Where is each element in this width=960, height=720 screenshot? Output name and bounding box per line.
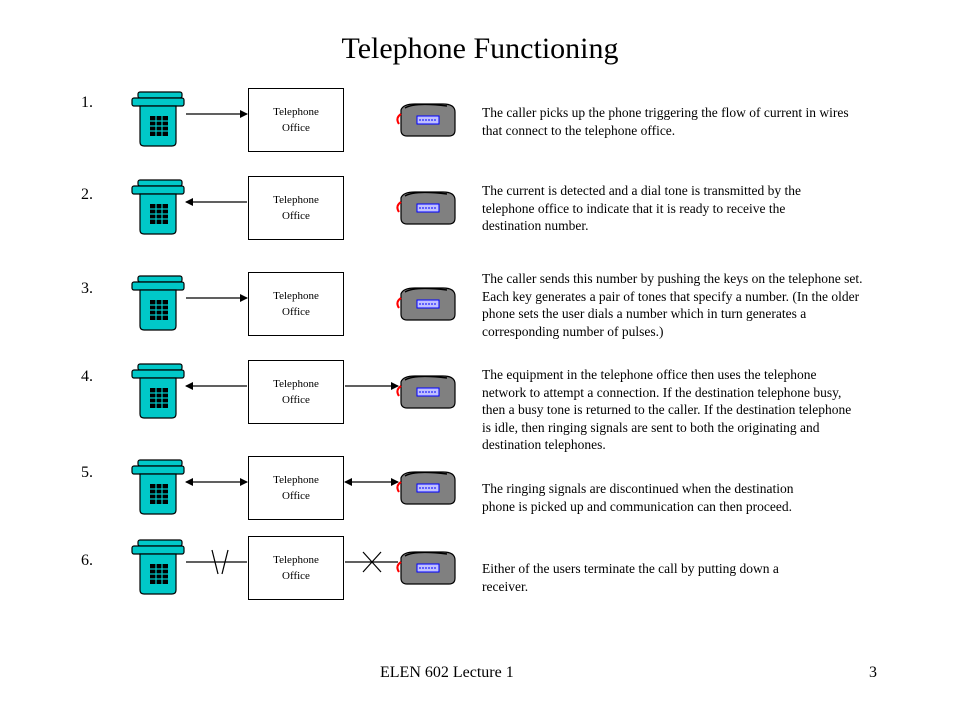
description-line: destination number. (482, 218, 589, 233)
office-label-line: Office (282, 394, 310, 406)
description-line: The ringing signals are discontinued whe… (482, 481, 794, 496)
step-description: The caller sends this number by pushing … (482, 270, 863, 340)
step-number: 1. (81, 94, 93, 111)
description-line: receiver. (482, 578, 529, 594)
desk-telephone-icon (131, 179, 185, 235)
office-label-line: Office (282, 210, 310, 222)
step-description: The equipment in the telephone office th… (482, 366, 851, 454)
description-line: The caller picks up the phone triggering… (482, 105, 849, 120)
step-description: The caller picks up the phone triggering… (482, 104, 849, 139)
description-line: phone sets the user dials a number which… (482, 306, 807, 321)
destination-telephone-icon (396, 287, 456, 321)
disconnect-mark (211, 549, 219, 575)
step-number: 4. (81, 368, 93, 385)
desk-telephone-icon (131, 275, 185, 331)
step-number: 5. (81, 464, 93, 481)
description-line: corresponding number of pulses.) (482, 323, 664, 339)
step-number: 3. (81, 280, 93, 297)
disconnect-mark (221, 549, 229, 575)
desk-telephone-icon (131, 91, 185, 147)
office-label-line: Telephone (273, 474, 319, 486)
desk-telephone-icon (131, 459, 185, 515)
description-line: The caller sends this number by pushing … (482, 271, 863, 286)
step-description: Either of the users terminate the call b… (482, 560, 779, 595)
description-line: that connect to the telephone office. (482, 122, 676, 138)
office-label-line: Office (282, 122, 310, 134)
desk-telephone-icon (131, 363, 185, 419)
description-line: The current is detected and a dial tone … (482, 183, 802, 198)
destination-telephone-icon (396, 375, 456, 409)
office-label-line: Telephone (273, 290, 319, 302)
footer-lecture: ELEN 602 Lecture 1 (380, 664, 514, 681)
step-description: The current is detected and a dial tone … (482, 182, 801, 235)
description-line: then a busy tone is returned to the call… (482, 402, 852, 417)
office-label-line: Telephone (273, 554, 319, 566)
destination-telephone-icon (396, 551, 456, 585)
destination-telephone-icon (396, 103, 456, 137)
page-number: 3 (869, 664, 877, 681)
desk-telephone-icon (131, 539, 185, 595)
office-label-line: Telephone (273, 194, 319, 206)
description-line: is idle, then ringing signals are sent t… (482, 419, 820, 435)
slide-title: Telephone Functioning (341, 32, 619, 65)
step-number: 2. (81, 186, 93, 203)
office-label-line: Telephone (273, 378, 319, 390)
disconnect-mark (362, 551, 382, 573)
description-line: destination telephones. (482, 437, 606, 452)
office-label-line: Office (282, 570, 310, 582)
description-line: phone is picked up and communication can… (482, 498, 793, 514)
description-line: The equipment in the telephone office th… (482, 367, 817, 382)
description-line: network to attempt a connection. If the … (482, 384, 842, 400)
office-label-line: Telephone (273, 106, 319, 118)
step-number: 6. (81, 552, 93, 569)
destination-telephone-icon (396, 471, 456, 505)
office-label-line: Office (282, 306, 310, 318)
description-line: telephone office to indicate that it is … (482, 200, 786, 216)
office-label-line: Office (282, 490, 310, 502)
step-description: The ringing signals are discontinued whe… (482, 480, 794, 515)
description-line: Either of the users terminate the call b… (482, 561, 779, 576)
description-line: Each key generates a pair of tones that … (482, 288, 860, 304)
destination-telephone-icon (396, 191, 456, 225)
